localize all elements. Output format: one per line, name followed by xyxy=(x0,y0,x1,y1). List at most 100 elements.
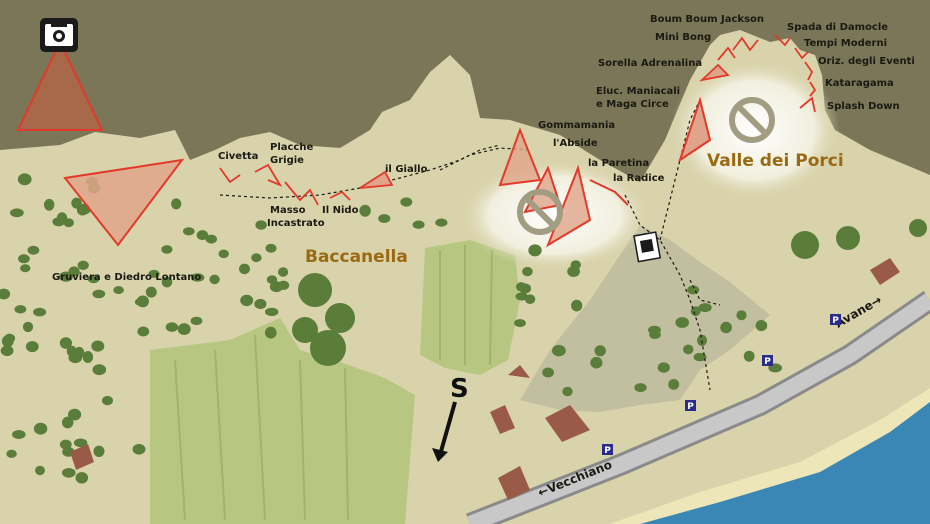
sector-masso-incastrato[interactable] xyxy=(284,181,319,206)
tree xyxy=(20,264,31,273)
viewpoint-cone xyxy=(16,39,104,131)
label-eluc-1: Eluc. Maniacali xyxy=(596,86,680,97)
tree xyxy=(567,266,580,277)
tree xyxy=(33,422,48,435)
tree xyxy=(240,294,254,307)
label-eluc-2: e Maga Circe xyxy=(596,99,669,110)
tree xyxy=(412,220,425,229)
trees xyxy=(0,173,783,484)
camera-icon[interactable] xyxy=(40,18,78,52)
label-oriz: Oriz. degli Eventi xyxy=(818,56,915,67)
parking-icon[interactable]: P xyxy=(685,400,696,412)
tree xyxy=(698,303,712,313)
tree xyxy=(62,468,76,478)
sector-il-nido[interactable] xyxy=(329,190,351,201)
hut-icon[interactable] xyxy=(633,231,662,263)
tree xyxy=(27,245,40,255)
parking-icon[interactable]: P xyxy=(762,355,773,367)
tree xyxy=(590,356,603,369)
tree xyxy=(675,317,689,328)
building xyxy=(870,258,900,285)
sector-radice[interactable] xyxy=(589,179,629,206)
tree xyxy=(17,173,32,186)
tree xyxy=(278,267,289,277)
sector-oriz[interactable] xyxy=(804,61,814,81)
sector-spada[interactable] xyxy=(774,34,791,47)
sector-kataragama[interactable] xyxy=(809,81,817,97)
label-sorella: Sorella Adrenalina xyxy=(598,58,702,69)
label-boum: Boum Boum Jackson xyxy=(650,14,764,25)
tree xyxy=(22,321,34,333)
tree xyxy=(0,288,11,300)
tree xyxy=(542,367,554,378)
tree xyxy=(519,283,532,294)
sector-il-giallo[interactable] xyxy=(359,170,394,189)
label-gruviera: Gruviera e Diedro Lontano xyxy=(52,272,201,283)
tree xyxy=(190,316,203,326)
large-trees xyxy=(292,219,927,366)
sector-boum[interactable] xyxy=(732,36,759,52)
tree xyxy=(634,383,647,393)
tree xyxy=(693,352,707,362)
tree xyxy=(73,438,88,448)
parking-icon[interactable]: P xyxy=(830,314,841,326)
tree xyxy=(61,416,74,429)
tree xyxy=(44,198,55,211)
tree xyxy=(218,249,229,259)
tree xyxy=(59,271,73,282)
parking-icons: P P P P xyxy=(602,314,841,456)
building xyxy=(545,405,590,442)
parking-icon[interactable]: P xyxy=(602,444,613,456)
sector-gommamania[interactable] xyxy=(498,127,542,187)
tree xyxy=(359,204,371,217)
sea xyxy=(640,400,930,524)
tree xyxy=(196,230,209,241)
sector-gruviera[interactable] xyxy=(63,158,185,247)
tree xyxy=(93,445,105,457)
sector-splash[interactable] xyxy=(799,96,816,113)
tree xyxy=(239,263,250,275)
label-mini-bong: Mini Bong xyxy=(655,32,711,43)
tree xyxy=(435,218,448,227)
tree xyxy=(92,289,106,299)
arrow-icon xyxy=(432,401,457,462)
tree xyxy=(68,352,83,364)
sector-tempi[interactable] xyxy=(794,47,809,60)
tree xyxy=(265,307,279,317)
tree xyxy=(6,449,17,458)
tree xyxy=(33,307,47,317)
tree xyxy=(132,444,146,455)
label-tempi: Tempi Moderni xyxy=(804,38,887,49)
road-surface xyxy=(467,293,930,524)
sector-sorella[interactable] xyxy=(699,63,730,82)
label-abside: l'Abside xyxy=(553,138,598,149)
sector-civetta[interactable] xyxy=(219,167,241,184)
tree xyxy=(82,351,94,363)
tree xyxy=(657,362,670,373)
tree xyxy=(265,243,277,253)
parking-label: P xyxy=(764,357,771,367)
tree xyxy=(514,319,526,328)
sector-mini-bong[interactable] xyxy=(717,46,736,61)
tree xyxy=(697,334,707,346)
tree xyxy=(77,260,89,270)
sector-placche-grigie[interactable] xyxy=(254,163,283,187)
tree xyxy=(720,321,732,334)
tree xyxy=(87,274,100,284)
sector-labels: Gruviera e Diedro Lontano Civetta Placch… xyxy=(52,14,915,283)
tree xyxy=(205,234,217,244)
sector-elucubrazioni[interactable] xyxy=(678,96,712,163)
tree xyxy=(690,306,701,317)
sector-paretina[interactable] xyxy=(546,164,592,248)
tree xyxy=(91,340,105,352)
label-radice: la Radice xyxy=(613,173,665,184)
label-grigie: Grigie xyxy=(270,155,304,166)
tree xyxy=(25,341,39,353)
tree xyxy=(571,299,583,312)
tree xyxy=(528,244,542,257)
tree xyxy=(251,253,262,263)
tree xyxy=(524,294,536,305)
tree xyxy=(562,386,573,397)
tree xyxy=(35,465,45,476)
